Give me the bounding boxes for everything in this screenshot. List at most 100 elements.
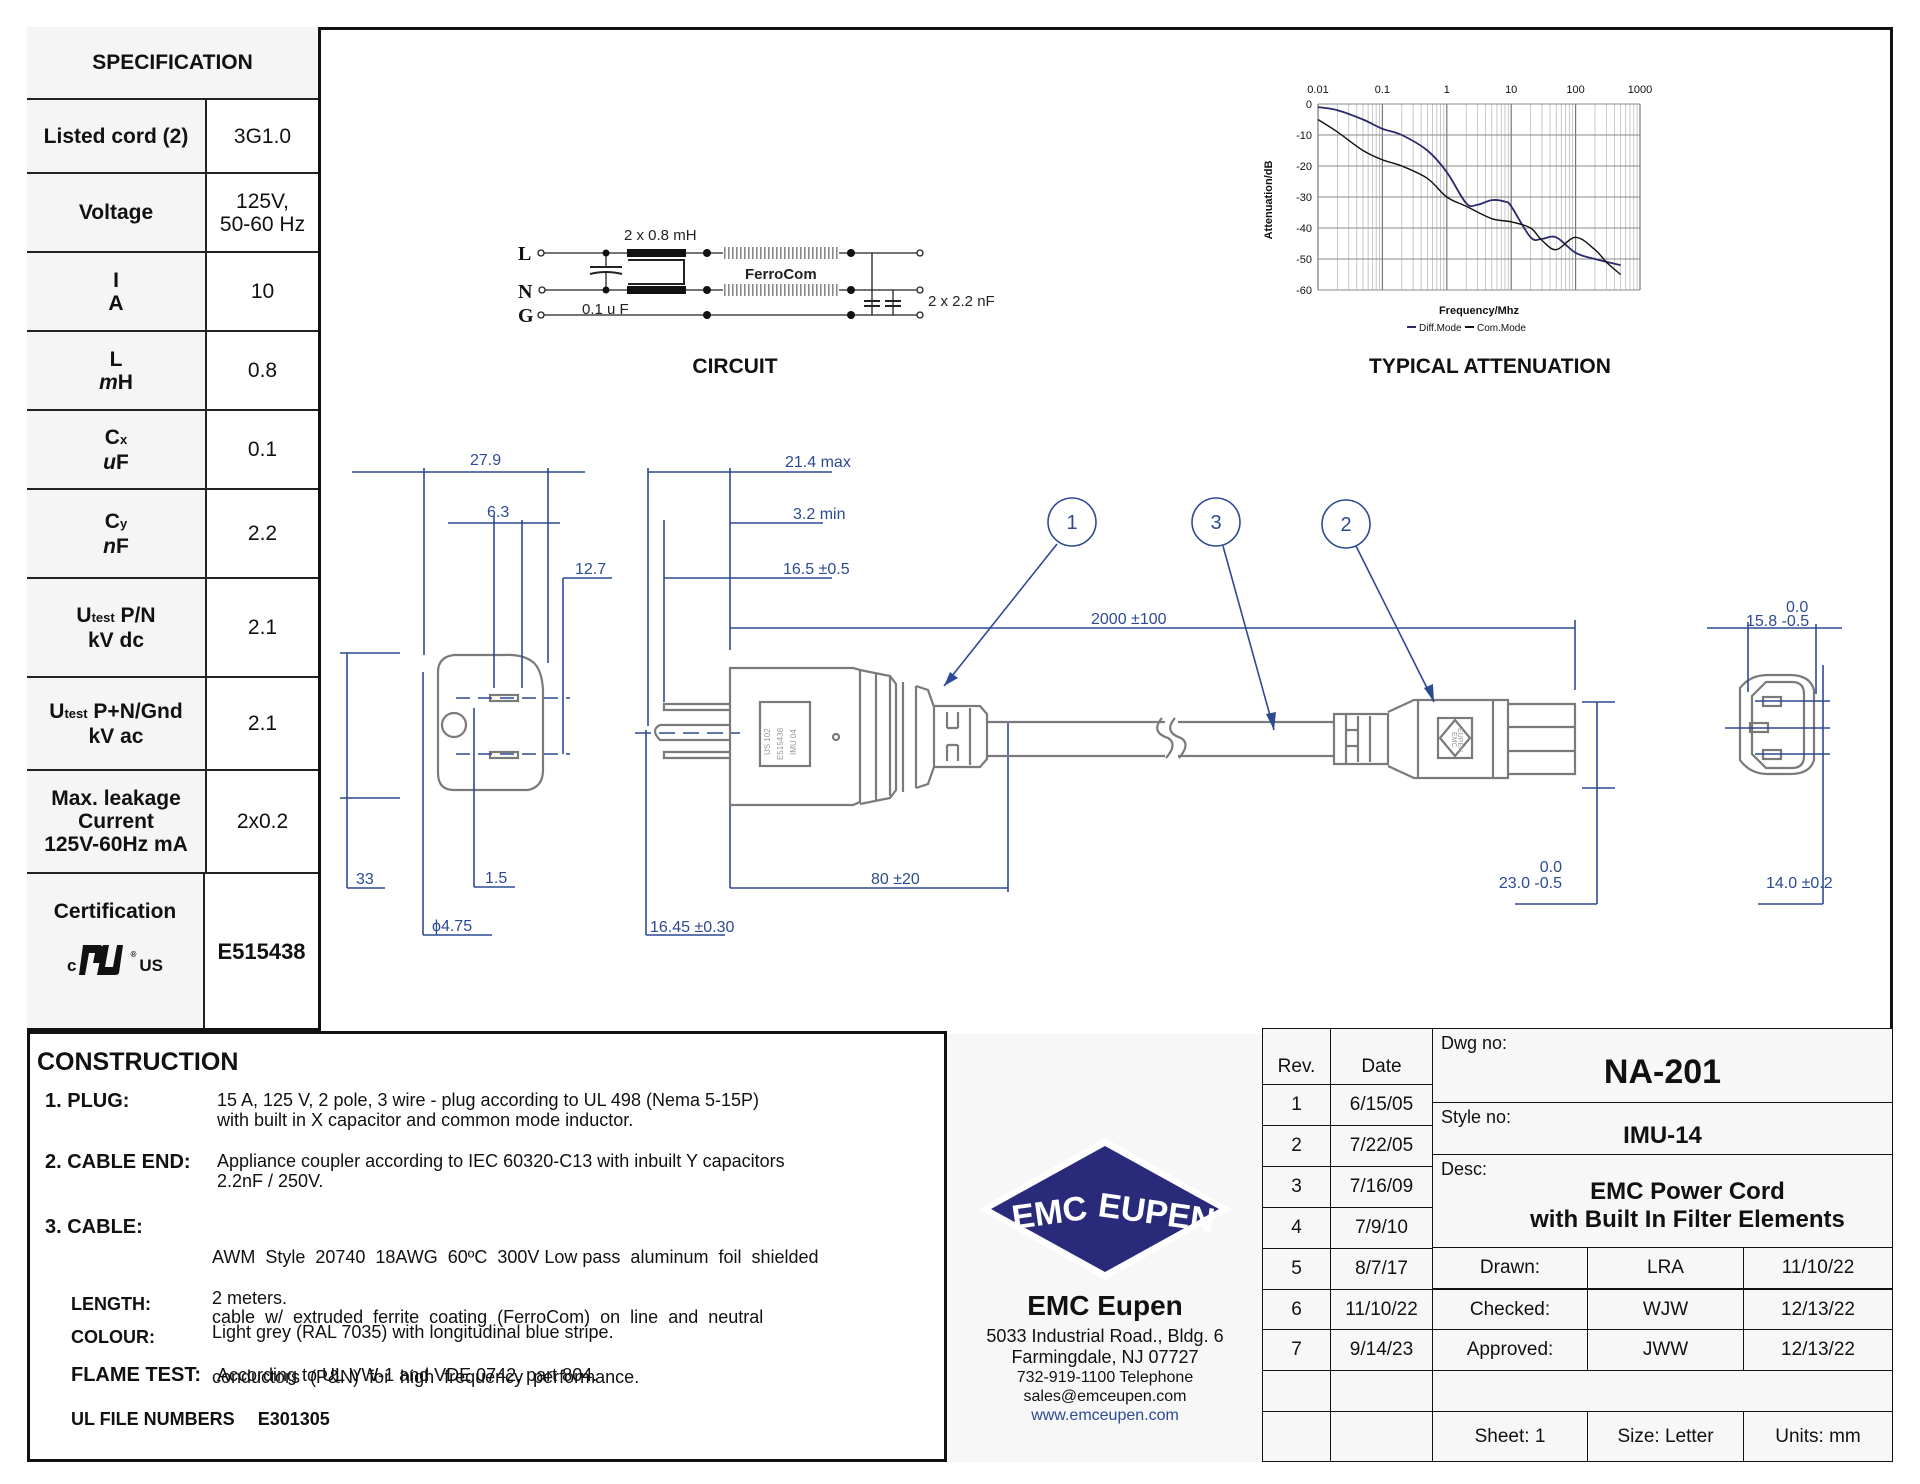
- spec-row-voltage: Voltage 125V, 50-60 Hz: [27, 174, 318, 253]
- dim-pin-spacing: 6.3: [487, 504, 509, 521]
- line-label-N: N: [518, 281, 533, 303]
- plug-marking-2: E515438: [776, 727, 785, 760]
- construction-text-colour: Light grey (RAL 7035) with longitudinal …: [212, 1322, 614, 1342]
- line-label-G: G: [518, 305, 534, 327]
- ul-file-numbers: UL FILE NUMBERS E301305: [71, 1409, 330, 1429]
- line-label-L: L: [518, 243, 531, 265]
- balloon-2: 2: [1321, 499, 1435, 703]
- chart-x-tick-label: 100: [1566, 84, 1584, 96]
- rev-blank-2: [1262, 1411, 1331, 1462]
- spec-unit: A: [108, 291, 124, 315]
- coupler-marking-2: EUPEN: [1456, 728, 1463, 752]
- revision-number: 5: [1262, 1248, 1331, 1290]
- chart-legend-label: Diff.Mode: [1419, 323, 1462, 334]
- style-number-cell: Style no: IMU-14: [1432, 1102, 1893, 1155]
- spec-label: Utest P/N: [76, 603, 156, 627]
- size-cell: Size: Letter: [1587, 1411, 1744, 1462]
- circuit-caption: CIRCUIT: [692, 355, 778, 378]
- company-address-1: 5033 Industrial Road., Bldg. 6: [986, 1326, 1224, 1346]
- dim-coupler-width: 15.8 -0.5: [1746, 613, 1809, 630]
- spec-row-leakage: Max. leakage Current 125V-60Hz mA 2x0.2: [27, 771, 318, 874]
- spec-value: 2.2: [247, 522, 278, 545]
- spec-value: 0.1: [247, 438, 278, 461]
- company-block: EMC EUPEN EMC Eupen 5033 Industrial Road…: [947, 1034, 1263, 1462]
- y-capacitor-label: 2 x 2.2 nF: [928, 293, 995, 310]
- company-email[interactable]: sales@emceupen.com: [1023, 1388, 1187, 1405]
- dim-plug-body-length: 80 ±20: [871, 871, 920, 888]
- ul-logo-icon: [79, 945, 124, 975]
- chart-y-tick-label: -60: [1296, 285, 1312, 297]
- spec-unit: 125V-60Hz mA: [44, 833, 188, 856]
- spec-value: 125V,: [236, 189, 289, 213]
- drawing-number-label: Dwg no:: [1441, 1033, 1508, 1053]
- approval-initials: WJW: [1587, 1289, 1744, 1331]
- dim-coupler-height: 23.0 -0.5: [1499, 875, 1562, 892]
- approval-date: 12/13/22: [1743, 1329, 1893, 1371]
- construction-label-colour: COLOUR:: [71, 1327, 155, 1347]
- revision-number: 2: [1262, 1125, 1331, 1167]
- description-line-1: EMC Power Cord: [1590, 1178, 1785, 1205]
- certification-number: E515438: [217, 938, 306, 964]
- spec-label: Max. leakage: [51, 787, 181, 810]
- emc-eupen-logo-icon: EMC EUPEN: [979, 1138, 1231, 1280]
- spec-label: Utest P+N/Gnd: [49, 699, 183, 723]
- spec-row-cx: Cx uF 0.1: [27, 411, 318, 490]
- chart-y-tick-label: -10: [1296, 130, 1312, 142]
- spec-label: Cy: [104, 509, 128, 533]
- spec-row-utest-pn: Utest P/N kV dc 2.1: [27, 579, 318, 678]
- chart-series-diff-mode: [1317, 106, 1621, 267]
- construction-text-cable: AWM Style 20740 18AWG 60ºC 300V Low pass…: [212, 1247, 819, 1387]
- dim-ground-pin-min: 3.2 min: [793, 506, 845, 523]
- attenuation-caption: TYPICAL ATTENUATION: [1369, 355, 1611, 378]
- style-number-label: Style no:: [1441, 1107, 1512, 1127]
- units-cell: Units: mm: [1743, 1411, 1893, 1462]
- plug-marking-3: IMU 04: [789, 729, 798, 755]
- approval-role: Checked:: [1432, 1289, 1588, 1331]
- dim-coupler-width-tol: 0.0: [1786, 599, 1808, 616]
- dim-pin-offset: 12.7: [575, 561, 606, 578]
- spec-row-certification: Certification c ® US E515438: [27, 874, 318, 1028]
- spec-row-utest-pn-gnd: Utest P+N/Gnd kV ac 2.1: [27, 678, 318, 771]
- svg-text:3: 3: [1210, 512, 1221, 534]
- spec-value: 2.1: [247, 712, 278, 735]
- revision-date: 9/14/23: [1330, 1329, 1433, 1371]
- drawing-number-cell: Dwg no: NA-201: [1432, 1028, 1893, 1103]
- company-address-2: Farmingdale, NJ 07727: [1011, 1347, 1199, 1367]
- revision-number: 6: [1262, 1289, 1331, 1331]
- spec-row-listed-cord: Listed cord (2) 3G1.0: [27, 100, 318, 174]
- dim-plug-width: 27.9: [470, 452, 501, 469]
- dim-coupler-height-tol: 0.0: [1540, 859, 1562, 876]
- company-name: EMC Eupen: [1027, 1290, 1183, 1321]
- sheet-cell: Sheet: 1: [1432, 1411, 1588, 1462]
- spec-label: Cx: [104, 425, 128, 449]
- construction-text-length: 2 meters.: [212, 1288, 288, 1308]
- spec-label: Current: [78, 810, 154, 833]
- construction-label-flame-test: FLAME TEST:: [71, 1364, 201, 1386]
- chart-y-tick-label: 0: [1306, 99, 1312, 111]
- construction-text-flame-test: According to UL VW-1 and VDE 0742, part …: [217, 1365, 598, 1385]
- description-cell: Desc: EMC Power Cord with Built In Filte…: [1432, 1154, 1893, 1248]
- approval-initials: LRA: [1587, 1247, 1744, 1289]
- cul-us-mark-icon: c ® US: [67, 943, 163, 977]
- approval-date: 11/10/22: [1743, 1247, 1893, 1289]
- approval-initials: JWW: [1587, 1329, 1744, 1371]
- drawing-number: NA-201: [1603, 1053, 1722, 1091]
- circuit-diagram: L N G: [518, 227, 995, 327]
- chart-x-tick-label: 10: [1505, 84, 1517, 96]
- company-website-link[interactable]: www.emceupen.com: [1031, 1407, 1179, 1424]
- construction-label-cable-end: 2. CABLE END:: [45, 1151, 191, 1173]
- spec-label: I: [113, 268, 119, 292]
- inductor-label: 2 x 0.8 mH: [624, 227, 697, 244]
- spec-value: 3G1.0: [233, 124, 292, 148]
- spec-label: Listed cord (2): [43, 124, 189, 148]
- construction-label-cable: 3. CABLE:: [45, 1216, 143, 1238]
- construction-label-plug: 1. PLUG:: [45, 1090, 130, 1112]
- approval-date: 12/13/22: [1743, 1289, 1893, 1331]
- chart-y-tick-label: -50: [1296, 254, 1312, 266]
- construction-text-cable-end: Appliance coupler according to IEC 60320…: [217, 1151, 785, 1191]
- spec-row-current: I A 10: [27, 253, 318, 332]
- revision-number: 7: [1262, 1329, 1331, 1371]
- ferrocom-label: FerroCom: [745, 266, 817, 283]
